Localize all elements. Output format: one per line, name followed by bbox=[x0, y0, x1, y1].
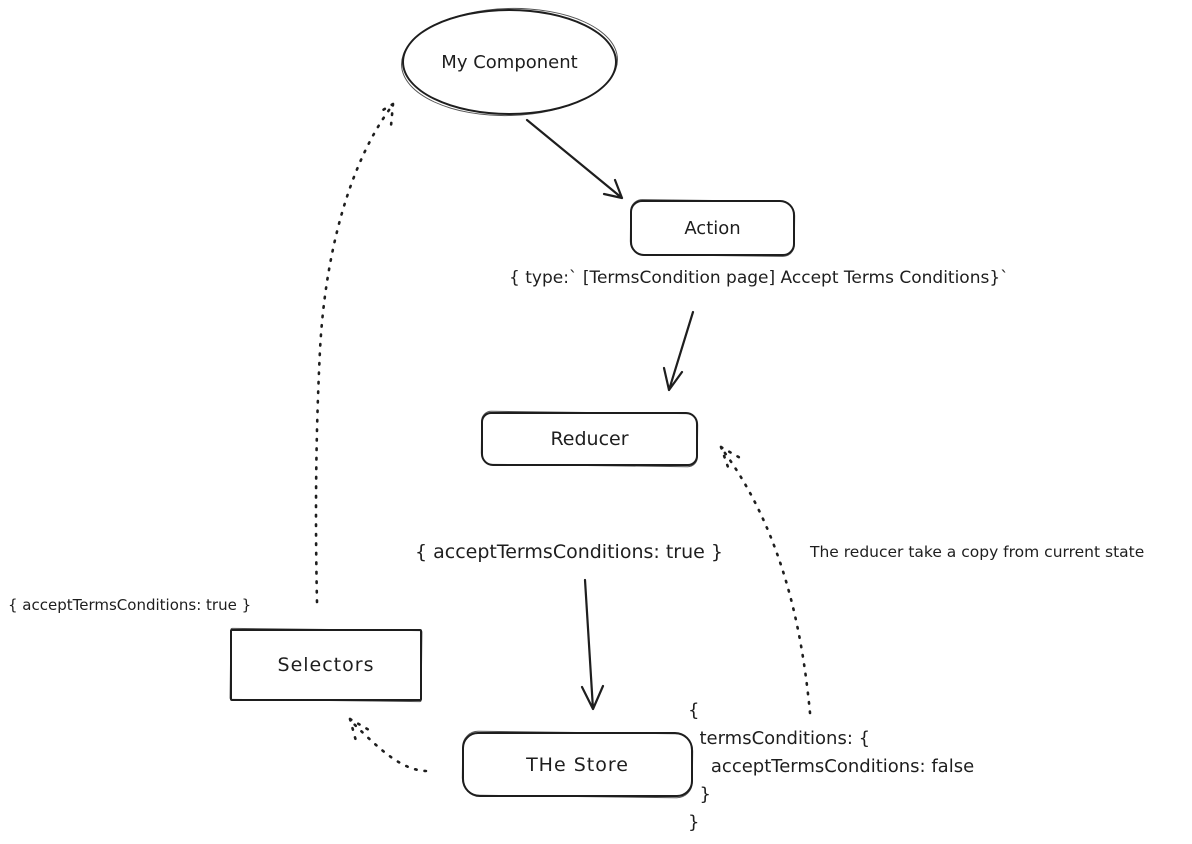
node-my-component: My Component bbox=[402, 9, 617, 115]
edge-selectors-to-component-arrow bbox=[314, 102, 395, 604]
node-action: Action bbox=[630, 200, 795, 256]
node-the-store-label: THe Store bbox=[526, 753, 629, 776]
edge-action-to-reducer-arrow bbox=[662, 310, 695, 392]
node-action-label: Action bbox=[684, 217, 741, 239]
edge-component-to-action-arrow bbox=[525, 118, 624, 200]
node-reducer-label: Reducer bbox=[550, 428, 629, 450]
label-reducer-note: The reducer take a copy from current sta… bbox=[810, 543, 1145, 561]
node-my-component-label: My Component bbox=[441, 51, 578, 73]
edge-state-to-store-arrow bbox=[580, 578, 605, 711]
node-reducer: Reducer bbox=[481, 412, 698, 466]
edge-store-to-selectors-arrow bbox=[348, 717, 428, 773]
node-selectors-label: Selectors bbox=[277, 654, 375, 676]
label-selected-state: { acceptTermsConditions: true } bbox=[8, 596, 252, 614]
label-action-payload: { type:` [TermsCondition page] Accept Te… bbox=[509, 268, 1009, 288]
label-store-state: { termsConditions: { acceptTermsConditio… bbox=[688, 700, 975, 833]
edge-store-to-reducer-arrow bbox=[719, 445, 812, 715]
node-the-store: THe Store bbox=[462, 732, 693, 797]
label-dispatched-state: { acceptTermsConditions: true } bbox=[415, 541, 723, 563]
node-selectors: Selectors bbox=[230, 629, 422, 701]
